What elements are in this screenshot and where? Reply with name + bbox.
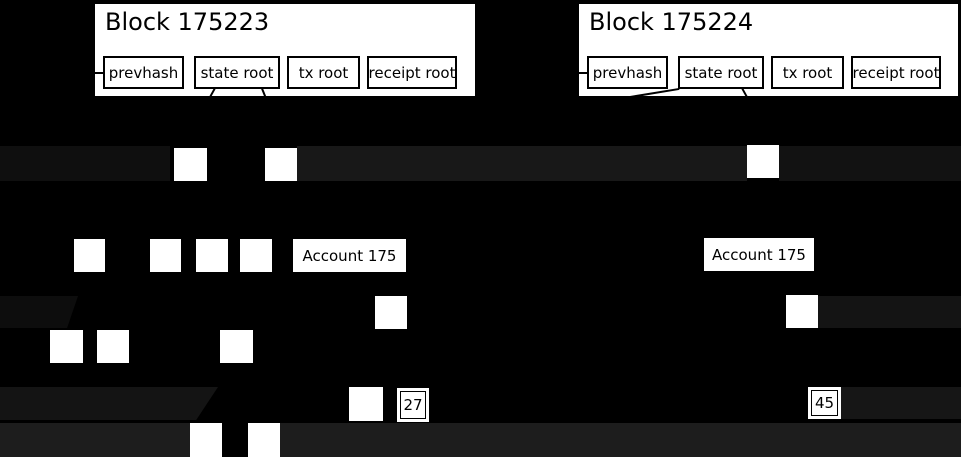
state-root-edge-left — [208, 88, 216, 99]
trie-node-l2-a — [74, 239, 105, 272]
trie-node-l2-d — [240, 239, 272, 272]
trie-node-l6-a — [190, 423, 222, 457]
subtree-band-row3-left — [0, 296, 78, 328]
trie-node-l6-b — [248, 423, 280, 457]
prevhash-box: prevhash — [587, 56, 668, 89]
trie-node-root-right — [747, 145, 779, 178]
trie-node-l3-left — [375, 296, 407, 329]
subtree-band-row1-right — [779, 146, 961, 181]
receipt-root-box: receipt root — [851, 56, 941, 89]
state-root-box: state root — [678, 56, 764, 89]
tx-root-box: tx root — [287, 56, 360, 89]
subtree-band-row5-left — [0, 387, 218, 420]
prevhash-box: prevhash — [103, 56, 184, 89]
trie-node-root-left-b — [265, 148, 297, 181]
prevhash-connector-line — [95, 72, 103, 74]
block-header-175224: Block 175224 prevhash state root tx root… — [577, 2, 960, 99]
tx-root-box: tx root — [771, 56, 844, 89]
account-label-left: Account 175 — [293, 239, 406, 272]
subtree-band-row1-left — [0, 146, 170, 181]
state-root-edge-to-old-trie — [623, 87, 680, 99]
trie-node-l4-c — [220, 330, 253, 363]
trie-node-l3-right — [786, 295, 818, 328]
account-value-right-text: 45 — [811, 390, 838, 416]
subtree-band-row3-right — [818, 296, 961, 328]
block-title: Block 175224 — [589, 8, 754, 36]
trie-node-l5 — [349, 387, 383, 421]
prevhash-connector-line — [579, 72, 587, 74]
subtree-band-row1-mid — [297, 146, 747, 181]
subtree-band-row6-right — [280, 423, 961, 457]
state-root-edge-right — [261, 88, 267, 99]
trie-node-l2-c — [196, 239, 228, 272]
subtree-band-row6-left — [0, 423, 190, 457]
account-value-right: 45 — [808, 387, 841, 419]
account-label-left-text: Account 175 — [302, 246, 397, 265]
state-root-edge-right — [741, 88, 749, 99]
trie-node-root-left-a — [174, 148, 207, 181]
trie-node-l4-a — [50, 330, 83, 363]
trie-node-l2-b — [150, 239, 181, 272]
receipt-root-box: receipt root — [367, 56, 457, 89]
account-label-right-text: Account 175 — [712, 245, 806, 264]
account-label-right: Account 175 — [704, 238, 814, 271]
account-value-left: 27 — [397, 388, 429, 422]
trie-node-l4-b — [97, 330, 129, 363]
account-value-left-text: 27 — [400, 391, 426, 419]
block-title: Block 175223 — [105, 8, 270, 36]
state-root-box: state root — [194, 56, 280, 89]
block-header-175223: Block 175223 prevhash state root tx root… — [93, 2, 477, 99]
subtree-band-row5-right — [841, 387, 961, 419]
